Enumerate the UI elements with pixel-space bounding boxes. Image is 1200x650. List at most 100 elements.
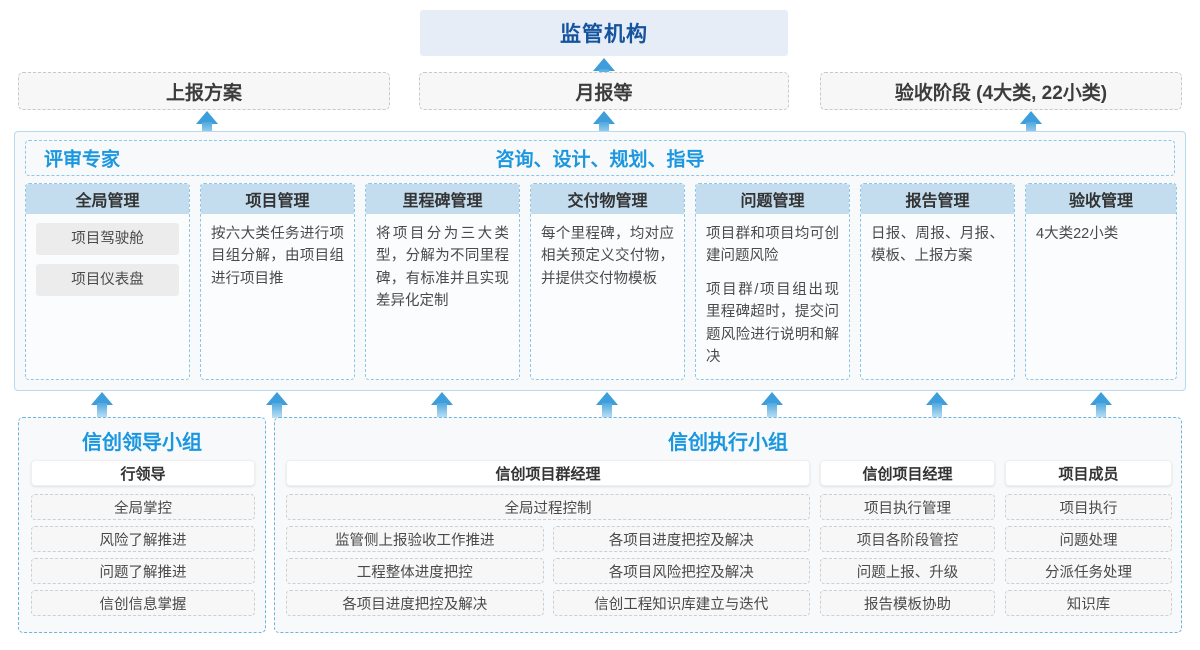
pill-item[interactable]: 项目驾驶舱 [36, 223, 179, 255]
arrow-head-icon [596, 392, 618, 405]
middle-panel: 评审专家 咨询、设计、规划、指导 全局管理 项目驾驶舱 项目仪表盘 项目管理 按… [14, 131, 1186, 391]
arrow-mid-to-plan [196, 111, 218, 137]
arrow-shaft [437, 403, 447, 418]
column-title: 报告管理 [861, 184, 1014, 214]
column-title: 交付物管理 [531, 184, 684, 214]
role-header-project-manager[interactable]: 信创项目经理 [820, 460, 995, 486]
column-title: 验收管理 [1026, 184, 1176, 214]
report-box-acceptance[interactable]: 验收阶段 (4大类, 22小类) [820, 72, 1182, 110]
review-expert-label: 评审专家 [44, 149, 121, 171]
execution-group-title: 信创执行小组 [668, 432, 788, 454]
arrow-bottom-to-col-0 [91, 392, 113, 418]
arrow-mid-to-monthly [593, 111, 615, 137]
duty-item[interactable]: 知识库 [1005, 590, 1172, 616]
mid-column-global-mgmt[interactable]: 全局管理 项目驾驶舱 项目仪表盘 [25, 183, 190, 380]
duty-item[interactable]: 各项目风险把控及解决 [552, 558, 810, 584]
arrow-shaft [272, 403, 282, 418]
program-manager-subcolumn: 信创项目群经理 全局过程控制 监管侧上报验收工作推进 各项目进度把控及解决 工程… [286, 460, 810, 622]
duty-item[interactable]: 工程整体进度把控 [286, 558, 544, 584]
leadership-subcolumn: 行领导 全局掌控 风险了解推进 问题了解推进 信创信息掌握 [31, 460, 255, 622]
column-title: 里程碑管理 [366, 184, 519, 214]
duty-item[interactable]: 项目执行 [1005, 494, 1172, 520]
arrow-shaft [97, 403, 107, 418]
column-body: 项目驾驶舱 项目仪表盘 [26, 214, 189, 296]
duty-item[interactable]: 信创工程知识库建立与迭代 [552, 590, 810, 616]
arrow-bottom-to-col-3 [596, 392, 618, 418]
duty-item[interactable]: 风险了解推进 [31, 526, 255, 552]
arrow-shaft [599, 122, 609, 137]
duty-item[interactable]: 项目各阶段管控 [820, 526, 995, 552]
arrow-head-icon [593, 111, 615, 124]
project-member-subcolumn: 项目成员 项目执行 问题处理 分派任务处理 知识库 [1005, 460, 1172, 622]
arrow-bottom-to-col-4 [761, 392, 783, 418]
arrow-shaft [932, 403, 942, 418]
report-label: 上报方案 [165, 82, 242, 104]
column-title: 项目管理 [201, 184, 354, 214]
mid-column-milestone-mgmt[interactable]: 里程碑管理 将项目分为三大类型，分解为不同里程碑，有标准并且实现差异化定制 [365, 183, 520, 380]
column-body: 每个里程碑，均对应相关预定义交付物，并提供交付物模板 [531, 214, 684, 290]
column-body: 4大类22小类 [1026, 214, 1176, 245]
execution-group-panel: 信创执行小组 信创项目群经理 全局过程控制 监管侧上报验收工作推进 各项目进度把… [274, 417, 1182, 633]
duty-row: 各项目进度把控及解决 信创工程知识库建立与迭代 [286, 590, 810, 622]
arrow-shaft [1096, 403, 1106, 418]
column-paragraph: 4大类22小类 [1036, 226, 1119, 242]
role-header-bank-leader[interactable]: 行领导 [31, 460, 255, 486]
column-title: 全局管理 [26, 184, 189, 214]
duty-row: 监管侧上报验收工作推进 各项目进度把控及解决 [286, 526, 810, 558]
duty-item[interactable]: 全局掌控 [31, 494, 255, 520]
column-body: 日报、周报、月报、模板、上报方案 [861, 214, 1014, 268]
arrow-head-icon [761, 392, 783, 405]
duty-item[interactable]: 分派任务处理 [1005, 558, 1172, 584]
arrow-bottom-to-col-2 [431, 392, 453, 418]
project-manager-subcolumn: 信创项目经理 项目执行管理 项目各阶段管控 问题上报、升级 报告模板协助 [820, 460, 995, 622]
arrow-head-icon [91, 392, 113, 405]
column-paragraph: 每个里程碑，均对应相关预定义交付物，并提供交付物模板 [541, 226, 674, 287]
duty-row: 工程整体进度把控 各项目风险把控及解决 [286, 558, 810, 590]
arrow-bottom-to-col-5 [926, 392, 948, 418]
duty-item[interactable]: 问题了解推进 [31, 558, 255, 584]
arrow-head-icon [593, 58, 615, 71]
report-box-monthly[interactable]: 月报等 [419, 72, 789, 110]
arrow-shaft [202, 122, 212, 137]
mid-column-acceptance-mgmt[interactable]: 验收管理 4大类22小类 [1025, 183, 1177, 380]
pill-item[interactable]: 项目仪表盘 [36, 264, 179, 296]
duty-item[interactable]: 项目执行管理 [820, 494, 995, 520]
mid-column-deliverable-mgmt[interactable]: 交付物管理 每个里程碑，均对应相关预定义交付物，并提供交付物模板 [530, 183, 685, 380]
duty-item[interactable]: 各项目进度把控及解决 [286, 590, 544, 616]
duty-item[interactable]: 问题上报、升级 [820, 558, 995, 584]
column-paragraph: 将项目分为三大类型，分解为不同里程碑，有标准并且实现差异化定制 [376, 226, 509, 310]
leadership-group-panel: 信创领导小组 行领导 全局掌控 风险了解推进 问题了解推进 信创信息掌握 [18, 417, 266, 633]
duty-item[interactable]: 监管侧上报验收工作推进 [286, 526, 544, 552]
arrow-shaft [602, 403, 612, 418]
column-body: 项目群和项目均可创建问题风险 项目群/项目组出现里程碑超时，提交问题风险进行说明… [696, 214, 849, 369]
arrow-head-icon [1020, 111, 1042, 124]
role-header-program-manager[interactable]: 信创项目群经理 [286, 460, 810, 486]
mid-column-report-mgmt[interactable]: 报告管理 日报、周报、月报、模板、上报方案 [860, 183, 1015, 380]
duty-item[interactable]: 各项目进度把控及解决 [552, 526, 810, 552]
column-paragraph: 按六大类任务进行项目组分解，由项目组进行项目推 [211, 226, 344, 287]
arrow-mid-to-acceptance [1020, 111, 1042, 137]
regulator-box: 监管机构 [420, 10, 788, 56]
column-title: 问题管理 [696, 184, 849, 214]
arrow-head-icon [1090, 392, 1112, 405]
arrow-shaft [1026, 122, 1036, 137]
duty-item[interactable]: 信创信息掌握 [31, 590, 255, 616]
arrow-head-icon [196, 111, 218, 124]
report-box-plan[interactable]: 上报方案 [18, 72, 390, 110]
regulator-label: 监管机构 [560, 23, 648, 46]
leadership-group-title: 信创领导小组 [82, 432, 202, 454]
duty-item-full[interactable]: 全局过程控制 [286, 494, 810, 520]
duty-item[interactable]: 问题处理 [1005, 526, 1172, 552]
column-paragraph: 项目群和项目均可创建问题风险 [706, 226, 839, 265]
consulting-label: 咨询、设计、规划、指导 [495, 149, 705, 171]
arrow-head-icon [431, 392, 453, 405]
mid-column-issue-mgmt[interactable]: 问题管理 项目群和项目均可创建问题风险 项目群/项目组出现里程碑超时，提交问题风… [695, 183, 850, 380]
role-header-project-member[interactable]: 项目成员 [1005, 460, 1172, 486]
arrow-bottom-to-col-6 [1090, 392, 1112, 418]
arrow-head-icon [266, 392, 288, 405]
mid-column-project-mgmt[interactable]: 项目管理 按六大类任务进行项目组分解，由项目组进行项目推 [200, 183, 355, 380]
duty-item[interactable]: 报告模板协助 [820, 590, 995, 616]
column-paragraph: 日报、周报、月报、模板、上报方案 [871, 226, 1004, 265]
arrow-shaft [767, 403, 777, 418]
